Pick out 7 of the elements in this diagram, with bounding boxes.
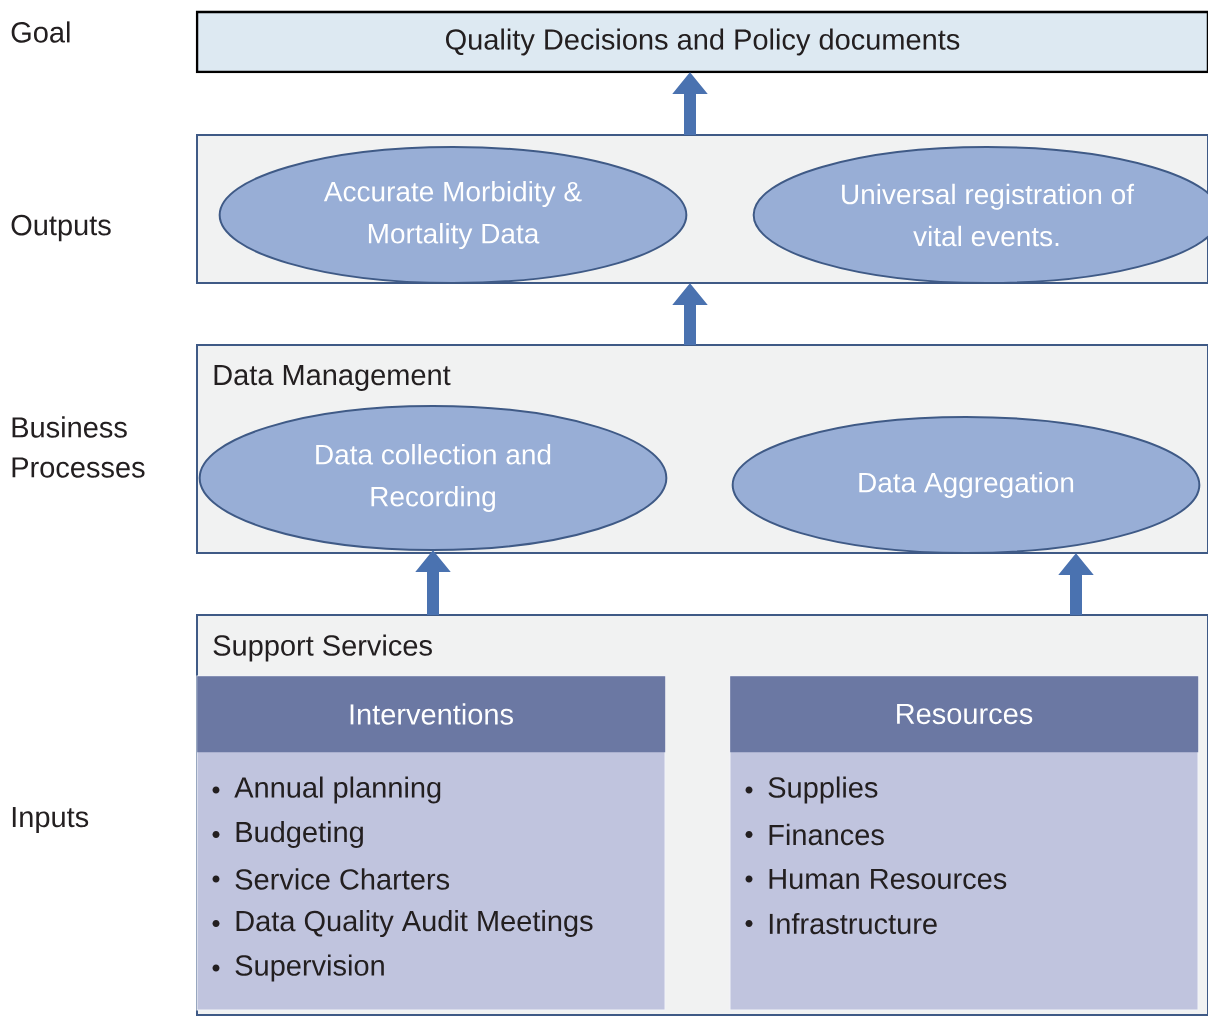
row-label: Goal (11, 21, 70, 43)
row-label: Outputs (11, 214, 111, 242)
list-box: Interventions Annual planning Budgeting Service Charters Data Quality Audit Meetings Supervision (196, 675, 666, 1011)
goal-box: Quality Decisions and Policy documents (195, 10, 1208, 74)
row-label: Inputs (12, 807, 89, 833)
row-label: Business Processes (12, 416, 145, 478)
list-box: Resources Supplies Finances Human Resources Infrastructure (729, 675, 1199, 1011)
